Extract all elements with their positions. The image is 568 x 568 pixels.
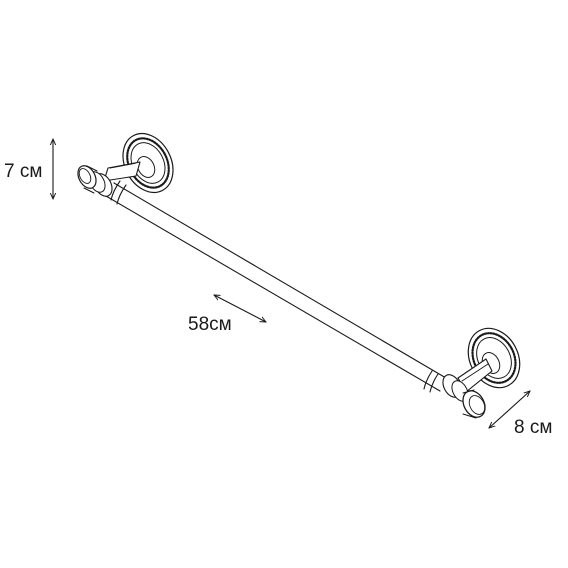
depth-dimension-label: 8 см <box>514 417 553 438</box>
towel-bar-tube <box>105 180 447 393</box>
length-dimension-label: 58см <box>188 314 232 335</box>
height-dimension-label: 7 см <box>4 161 43 182</box>
depth-dimension-arrow <box>488 390 531 429</box>
length-dimension-arrow <box>213 294 267 323</box>
right-wall-bracket <box>442 327 521 419</box>
left-wall-bracket <box>77 132 174 197</box>
